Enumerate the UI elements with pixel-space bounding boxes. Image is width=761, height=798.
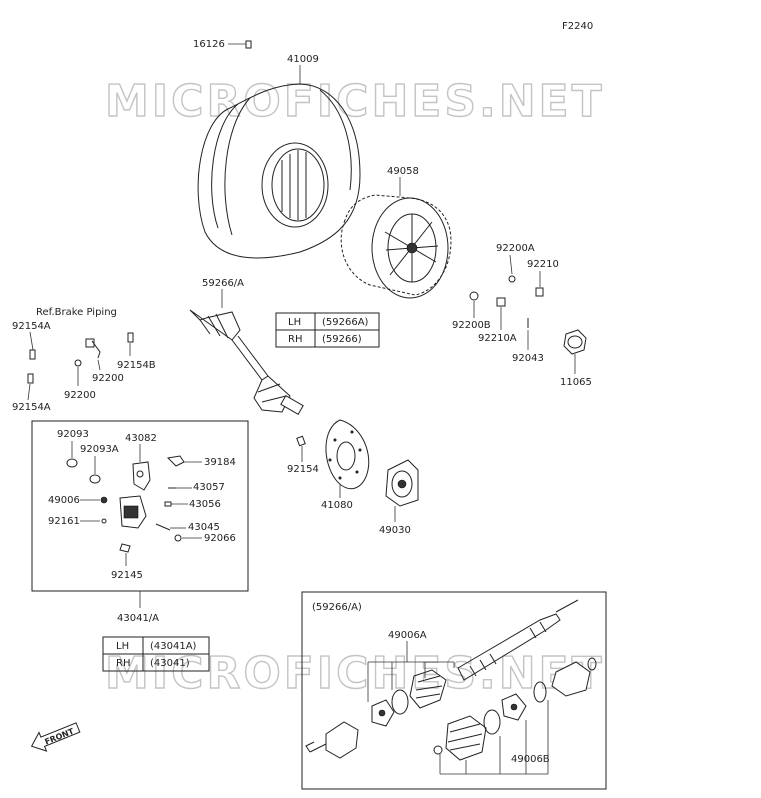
clip-upper[interactable]: [91, 340, 101, 359]
cv-shaft-part[interactable]: [457, 599, 579, 681]
cv-detail-box: [301, 591, 607, 790]
callout-49006A[interactable]: 49006A: [388, 630, 427, 641]
callout-92093[interactable]: 92093: [57, 429, 89, 440]
caliper-table-rh-side: RH: [116, 658, 130, 669]
callout-92154[interactable]: 92154: [287, 464, 319, 475]
callout-92200A[interactable]: 92200A: [496, 243, 535, 254]
cv-boot-lower[interactable]: [445, 715, 487, 761]
cv-cage-lower[interactable]: [501, 693, 527, 721]
callout-49006B[interactable]: 49006B: [511, 754, 550, 765]
pad-43056[interactable]: [164, 501, 172, 507]
caliper-body[interactable]: [119, 495, 147, 529]
callout-43041A[interactable]: 43041/A: [117, 613, 159, 624]
callout-49006[interactable]: 49006: [48, 495, 80, 506]
callout-11065[interactable]: 11065: [560, 377, 592, 388]
diagram-id: F2240: [562, 21, 593, 32]
callout-16126[interactable]: 16126: [193, 39, 225, 50]
cv-boot-upper[interactable]: [409, 669, 447, 709]
washer-92200A[interactable]: [508, 275, 516, 283]
callout-92093A[interactable]: 92093A: [80, 444, 119, 455]
callout-92200B[interactable]: 92200B: [452, 320, 491, 331]
shaft-table-rh-side: RH: [288, 334, 302, 345]
wheel-hub-49030[interactable]: [385, 459, 419, 507]
tire-part[interactable]: [197, 83, 361, 259]
callout-92200-upper[interactable]: 92200: [92, 373, 124, 384]
washer-92200-upper[interactable]: [85, 338, 95, 348]
callout-41080[interactable]: 41080: [321, 500, 353, 511]
spring-39184[interactable]: [166, 455, 185, 467]
washer-92200-lower[interactable]: [74, 359, 82, 367]
callout-43045[interactable]: 43045: [188, 522, 220, 533]
nut-92210A[interactable]: [496, 297, 506, 307]
bolt-92154B[interactable]: [127, 332, 134, 343]
cv-housing-outer[interactable]: [305, 721, 359, 759]
bolt-92154A-bottom[interactable]: [27, 373, 34, 384]
hub-cap-11065[interactable]: [563, 329, 587, 355]
caliper-table-rh-part: (43041): [150, 658, 190, 669]
seal-92093A[interactable]: [89, 474, 101, 484]
callout-92161[interactable]: 92161: [48, 516, 80, 527]
caliper-side-table: LH (43041A) RH (43041): [102, 636, 210, 672]
ref-brake-piping-note: Ref.Brake Piping: [36, 307, 117, 318]
bolt-92154A-top[interactable]: [29, 349, 36, 360]
pad-spring-43045[interactable]: [155, 523, 171, 531]
nut-92210[interactable]: [535, 287, 544, 297]
callout-92200-lower[interactable]: 92200: [64, 390, 96, 401]
drive-shaft-part[interactable]: [189, 309, 304, 416]
cv-small-clip[interactable]: [433, 745, 443, 755]
callout-49030[interactable]: 49030: [379, 525, 411, 536]
cv-ring-lower[interactable]: [533, 681, 547, 703]
callout-49058[interactable]: 49058: [387, 166, 419, 177]
shaft-side-table: LH (59266A) RH (59266): [275, 312, 380, 348]
callout-92210A[interactable]: 92210A: [478, 333, 517, 344]
boot-92161[interactable]: [101, 518, 107, 524]
caliper-table-lh-side: LH: [116, 641, 129, 652]
brake-disc-41080[interactable]: [325, 419, 370, 490]
front-arrow: FRONT: [30, 722, 81, 752]
callout-41009[interactable]: 41009: [287, 54, 319, 65]
callout-43057[interactable]: 43057: [193, 482, 225, 493]
cv-band-lower[interactable]: [483, 709, 501, 735]
callout-92154B[interactable]: 92154B: [117, 360, 156, 371]
callout-43082[interactable]: 43082: [125, 433, 157, 444]
shaft-table-lh-part: (59266A): [322, 317, 369, 328]
callout-39184[interactable]: 39184: [204, 457, 236, 468]
caliper-table-lh-part: (43041A): [150, 641, 197, 652]
bolt-92145[interactable]: [119, 543, 131, 553]
cv-band-upper[interactable]: [391, 689, 409, 715]
detail-box-title: (59266/A): [312, 602, 362, 613]
seal-92093[interactable]: [66, 458, 78, 468]
cv-housing-inner[interactable]: [551, 657, 597, 697]
callout-92066[interactable]: 92066: [204, 533, 236, 544]
callout-43056[interactable]: 43056: [189, 499, 221, 510]
callout-92154A-bottom[interactable]: 92154A: [12, 402, 51, 413]
callout-92210[interactable]: 92210: [527, 259, 559, 270]
callout-92145[interactable]: 92145: [111, 570, 143, 581]
watermark-bottom: MICROFICHES.NET: [105, 648, 605, 699]
wheel-rim-part[interactable]: [340, 194, 452, 299]
bleeder-49006[interactable]: [100, 496, 108, 504]
washer-92200B[interactable]: [469, 291, 479, 301]
cv-cage-upper[interactable]: [371, 699, 395, 727]
valve-stem-part[interactable]: [245, 40, 252, 49]
callout-92154A-top[interactable]: 92154A: [12, 321, 51, 332]
callout-59266A[interactable]: 59266/A: [202, 278, 244, 289]
watermark-top: MICROFICHES.NET: [105, 76, 605, 127]
callout-92043[interactable]: 92043: [512, 353, 544, 364]
caliper-bracket-43082[interactable]: [132, 461, 151, 491]
shaft-table-rh-part: (59266): [322, 334, 362, 345]
bolt-92154[interactable]: [296, 435, 306, 447]
shaft-table-lh-side: LH: [288, 317, 301, 328]
cap-92066[interactable]: [174, 534, 182, 542]
